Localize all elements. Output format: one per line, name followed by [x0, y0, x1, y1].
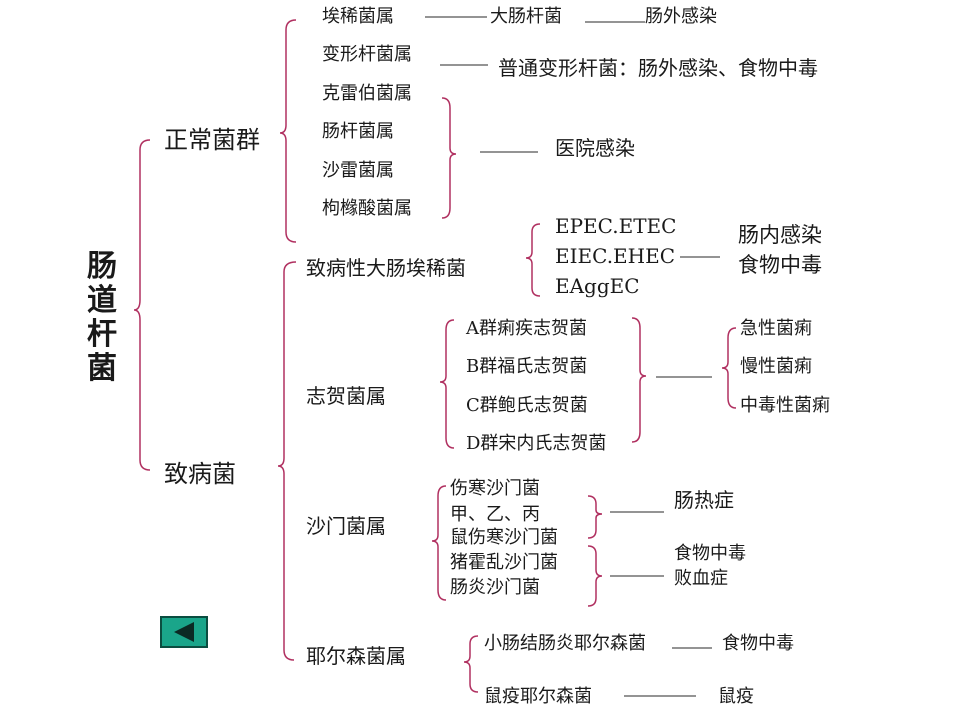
salmonella-species: 肠炎沙门菌	[450, 577, 540, 598]
genus-pathogenic-ecoli: 致病性大肠埃稀菌	[306, 256, 466, 280]
genus-proteus: 变形杆菌属	[322, 44, 412, 65]
salmonella-other-brace	[587, 545, 603, 607]
normal-flora-title: 正常菌群	[164, 126, 260, 154]
shigella-species: C群鲍氏志贺菌	[466, 395, 588, 416]
back-button[interactable]	[160, 616, 208, 648]
klebsiella-group-brace	[441, 97, 457, 219]
genus-citrobacter: 枸橼酸菌属	[322, 198, 412, 219]
genus-escherichia: 埃稀菌属	[322, 6, 394, 27]
disease-hospital: 医院感染	[555, 136, 635, 160]
ecoli-type: EAggEC	[555, 274, 640, 298]
ecoli-disease: 食物中毒	[738, 253, 822, 277]
ecoli-type: EPEC.ETEC	[555, 214, 677, 238]
shigella-species: A群痢疾志贺菌	[466, 318, 587, 339]
salmonella-left-brace	[431, 485, 447, 601]
species-ecoli: 大肠杆菌	[490, 6, 562, 27]
root-char: 肠	[87, 249, 117, 284]
root-title: 肠 道 杆 菌	[84, 250, 120, 386]
genus-yersinia: 耶尔森菌属	[306, 644, 406, 668]
yersinia-disease: 鼠疫	[718, 686, 754, 707]
salmonella-species: 伤寒沙门菌	[450, 478, 540, 499]
root-char: 杆	[87, 317, 117, 352]
disease-extraintestinal: 肠外感染	[645, 6, 717, 27]
shigella-right-brace	[631, 317, 647, 443]
shigella-species: D群宋内氏志贺菌	[466, 433, 607, 454]
ecoli-disease: 肠内感染	[738, 223, 822, 247]
salmonella-species: 甲、乙、丙	[450, 504, 540, 525]
genus-salmonella: 沙门菌属	[306, 514, 386, 538]
salmonella-disease: 败血症	[674, 568, 728, 589]
back-triangle-icon	[174, 622, 194, 642]
genus-serratia: 沙雷菌属	[322, 160, 394, 181]
genus-shigella: 志贺菌属	[306, 384, 386, 408]
ecoli-types-brace	[525, 223, 541, 297]
pathogenic-title: 致病菌	[164, 460, 236, 488]
shigella-left-brace	[439, 319, 455, 449]
genus-enterobacter: 肠杆菌属	[322, 121, 394, 142]
disease-enteric-fever: 肠热症	[674, 488, 734, 512]
root-char: 菌	[87, 351, 117, 386]
normal-brace	[279, 19, 297, 243]
shigella-disease: 中毒性菌痢	[740, 395, 830, 416]
salmonella-typhoid-brace	[587, 495, 603, 539]
salmonella-species: 猪霍乱沙门菌	[450, 552, 558, 573]
salmonella-disease: 食物中毒	[674, 543, 746, 564]
shigella-species: B群福氏志贺菌	[466, 356, 588, 377]
genus-klebsiella: 克雷伯菌属	[322, 83, 412, 104]
shigella-disease: 慢性菌痢	[740, 356, 812, 377]
root-char: 道	[87, 283, 117, 318]
yersinia-disease: 食物中毒	[722, 633, 794, 654]
ecoli-type: EIEC.EHEC	[555, 244, 675, 268]
yersinia-species: 鼠疫耶尔森菌	[484, 686, 592, 707]
pathogenic-brace	[277, 261, 297, 661]
shigella-disease-brace	[721, 327, 737, 409]
shigella-disease: 急性菌痢	[740, 318, 812, 339]
proteus-note: 普通变形杆菌：肠外感染、食物中毒	[498, 56, 818, 80]
yersinia-brace	[463, 635, 479, 693]
yersinia-species: 小肠结肠炎耶尔森菌	[484, 633, 646, 654]
root-brace	[133, 139, 151, 471]
salmonella-species: 鼠伤寒沙门菌	[450, 527, 558, 548]
